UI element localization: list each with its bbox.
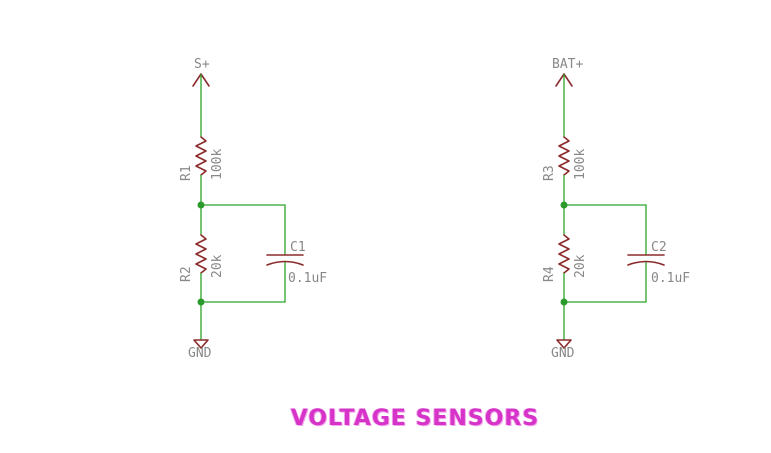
circuit-2: BAT+ GND R3 100k R4 20k C2 0.1uF — [542, 57, 690, 361]
ground-label-2: GND — [551, 346, 575, 361]
junction-dot — [560, 201, 568, 209]
circuit-1: S+ GND R1 100k R2 20k C1 0.1uF — [179, 57, 327, 361]
junction-dot — [560, 298, 568, 306]
c2-value: 0.1uF — [651, 271, 690, 286]
r3-value: 100k — [573, 149, 588, 180]
capacitor-c2-plate-bottom — [627, 260, 665, 266]
diagram-title: VOLTAGE SENSORS — [290, 406, 540, 431]
c2-name: C2 — [651, 240, 667, 255]
r2-value: 20k — [210, 254, 225, 278]
resistor-r3 — [558, 136, 570, 176]
r2-name: R2 — [179, 266, 194, 282]
wire-cap-bot-2 — [564, 262, 647, 303]
c1-value: 0.1uF — [288, 271, 327, 286]
junction-dot — [197, 298, 205, 306]
resistor-r2 — [195, 234, 207, 274]
supply-label-1: S+ — [194, 57, 210, 72]
wire-cap-top-2 — [564, 204, 647, 255]
resistor-r1 — [195, 136, 207, 176]
c1-name: C1 — [290, 240, 306, 255]
resistor-r4 — [558, 234, 570, 274]
ground-label-1: GND — [188, 346, 212, 361]
r1-name: R1 — [179, 165, 194, 181]
supply-label-2: BAT+ — [552, 57, 583, 72]
junction-dot — [197, 201, 205, 209]
wire-cap-top-1 — [201, 204, 286, 255]
r1-value: 100k — [210, 149, 225, 180]
r3-name: R3 — [542, 165, 557, 181]
ground-icon-2 — [556, 339, 572, 349]
capacitor-c1-plate-bottom — [266, 260, 304, 266]
wire-cap-bot-1 — [201, 262, 286, 303]
r4-value: 20k — [573, 254, 588, 278]
ground-icon-1 — [193, 339, 209, 349]
r4-name: R4 — [542, 266, 557, 282]
